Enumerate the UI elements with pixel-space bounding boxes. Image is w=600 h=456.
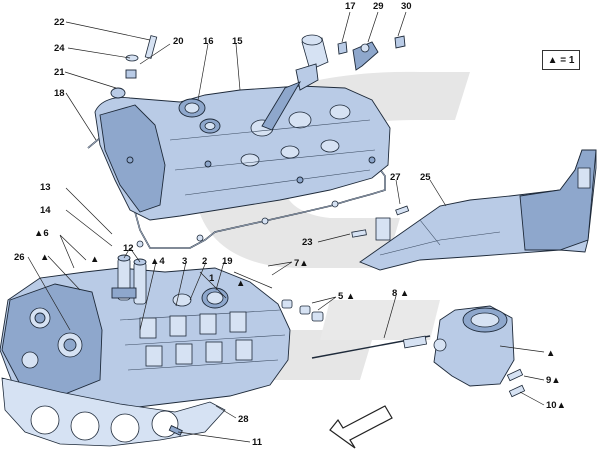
callout-21: 21: [54, 67, 65, 78]
callout-14: 14: [40, 205, 51, 216]
legend-text: ▲ = 1: [547, 54, 575, 66]
callout-12: 12: [123, 243, 134, 254]
marker-triangle-4: ▲: [90, 254, 99, 265]
sealing-plugs: [281, 299, 324, 322]
legend-quantity-box: ▲ = 1: [542, 50, 580, 70]
callout-17: 17: [345, 1, 356, 12]
callout-19: 19: [222, 256, 233, 267]
ignition-coil: [261, 34, 329, 131]
cylinder-head: [0, 267, 291, 413]
callout-30: 30: [401, 1, 412, 12]
dowel-pin: [168, 425, 183, 436]
callout-labels: 22 24 20 21 18 16 15 17 29 30 13 14 ▲6 1…: [14, 1, 566, 448]
callout-28: 28: [238, 414, 249, 425]
callout-15: 15: [232, 36, 243, 47]
camshaft-sensor: [337, 35, 406, 71]
callout-16: 16: [203, 36, 214, 47]
callout-11: 11: [252, 437, 263, 448]
callout-25: 25: [420, 172, 431, 183]
callout-7: 7▲: [294, 258, 309, 269]
marker-triangle-2: ▲: [236, 278, 245, 289]
oil-filler-housing: [433, 305, 526, 398]
callout-26: 26: [14, 252, 25, 263]
callout-1: 1: [209, 273, 215, 284]
callout-22: 22: [54, 17, 65, 28]
marker-triangle-1: ▲: [40, 252, 49, 263]
cover-bolt-set: [110, 35, 158, 99]
head-gasket: [1, 377, 226, 447]
camshaft-solenoids: [111, 254, 147, 305]
callout-13: 13: [40, 182, 51, 193]
callout-6: ▲6: [34, 228, 49, 239]
cam-cover: [94, 85, 391, 221]
callout-4: ▲4: [150, 256, 165, 267]
cam-cover-gasket: [87, 126, 386, 249]
callout-2: 2: [202, 256, 207, 267]
support-bracket: [359, 149, 597, 271]
callout-18: 18: [54, 88, 65, 99]
leader-lines: [27, 11, 545, 443]
callout-20: 20: [173, 36, 184, 47]
callout-3: 3: [182, 256, 187, 267]
callout-8: 8 ▲: [392, 288, 409, 299]
head-ports: [139, 311, 253, 367]
front-direction-arrow-icon: [329, 405, 393, 449]
callout-23: 23: [302, 237, 313, 248]
callout-10: 10▲: [546, 400, 566, 411]
callout-27: 27: [390, 172, 401, 183]
callout-24: 24: [54, 43, 65, 54]
dipstick: [311, 335, 431, 359]
callout-29: 29: [373, 1, 384, 12]
marker-triangle-3: ▲: [546, 348, 555, 359]
callout-9: 9▲: [546, 375, 561, 386]
bracket-bolts: [351, 205, 410, 238]
callout-5: 5 ▲: [338, 291, 355, 302]
